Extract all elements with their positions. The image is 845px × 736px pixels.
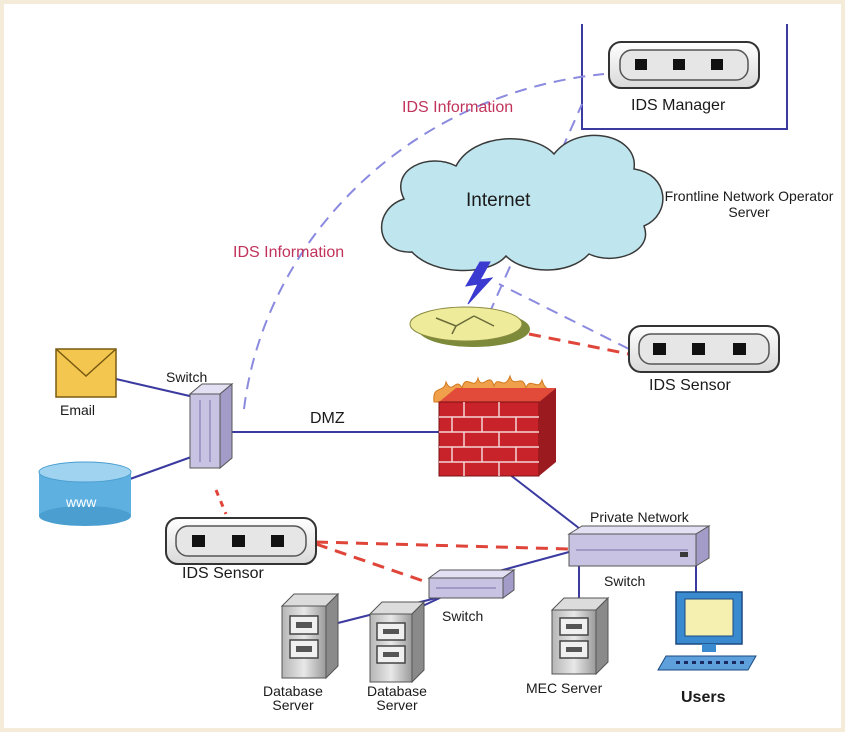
internet-label: Internet — [466, 190, 531, 211]
link-private-bottom — [498, 551, 570, 572]
link-switch-sensor — [214, 489, 228, 515]
ids-manager-label: IDS Manager — [631, 97, 726, 114]
database-server-1-icon[interactable] — [280, 592, 340, 680]
switch-bottom-label: Switch — [442, 608, 484, 624]
switch-left-label: Switch — [166, 369, 208, 385]
link-sensor-bottom — [315, 542, 433, 586]
internet-cloud-icon — [380, 134, 664, 272]
ids-sensor-left-label: IDS Sensor — [182, 565, 264, 582]
link-sensor-internet — [498, 283, 630, 350]
mec-server-label: MEC Server — [526, 680, 603, 696]
database-server-1-label: Database Server — [263, 683, 323, 713]
link-router-sensor — [528, 332, 630, 356]
ids-sensor-left-icon[interactable] — [165, 517, 317, 565]
users-workstation-icon[interactable] — [657, 591, 757, 671]
ids-manager-icon[interactable] — [608, 41, 760, 89]
ids-information-top-label: IDS Information — [402, 99, 514, 116]
email-label: Email — [60, 402, 96, 418]
diagram-canvas — [38, 24, 788, 684]
ids-sensor-right-label: IDS Sensor — [649, 377, 731, 394]
switch-private-icon[interactable] — [567, 525, 711, 567]
www-database-icon[interactable] — [38, 461, 132, 526]
database-server-2-icon[interactable] — [368, 600, 426, 684]
links — [115, 24, 788, 625]
lightning-icon — [465, 261, 494, 305]
link-firewall-private — [508, 473, 585, 533]
frontline-server-label: Frontline Network Operator Server — [664, 188, 834, 220]
mec-server-icon[interactable] — [550, 596, 610, 676]
firewall-icon[interactable] — [433, 374, 556, 477]
switch-private-label: Switch — [604, 573, 646, 589]
link-router-manager — [488, 103, 583, 315]
ids-sensor-right-icon[interactable] — [628, 325, 780, 373]
email-icon[interactable] — [55, 348, 117, 398]
switch-bottom-icon[interactable] — [427, 569, 516, 599]
ids-information-left-label: IDS Information — [233, 244, 345, 261]
link-email-switch — [115, 378, 195, 398]
www-label: www — [66, 494, 97, 510]
private-network-label: Private Network — [590, 509, 689, 525]
users-label: Users — [681, 689, 726, 706]
router-icon[interactable] — [409, 306, 530, 347]
dmz-label: DMZ — [310, 410, 345, 427]
link-sensor-private — [315, 540, 570, 551]
database-server-2-label: Database Server — [367, 683, 427, 713]
link-www-switch — [129, 455, 195, 480]
switch-left-icon[interactable] — [188, 382, 234, 470]
link-ids-info-arc — [243, 73, 605, 410]
